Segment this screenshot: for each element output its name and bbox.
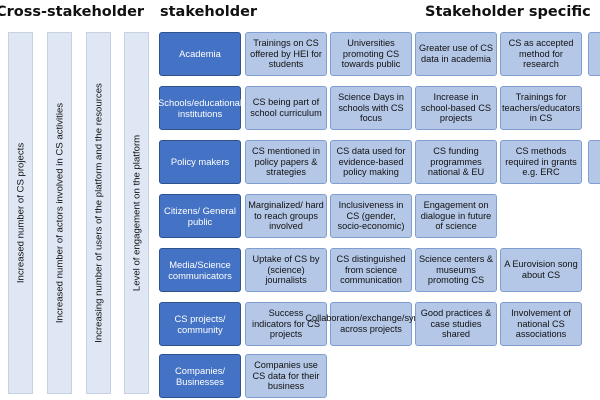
indicator-box: CS funding programmes national & EU: [415, 140, 497, 184]
indicator-box: Engagement on dialogue in future of scie…: [415, 194, 497, 238]
indicator-box: Inclusiveness in CS (gender, socio-econo…: [330, 194, 412, 238]
indicator-box: Science centers & museums promoting CS: [415, 248, 497, 292]
indicator-column-engagement: Level of engagement on the platform: [124, 32, 149, 394]
stakeholder-cs-projects: CS projects/ community: [159, 302, 241, 346]
indicator-box: Good practices & case studies shared: [415, 302, 497, 346]
indicator-column-cs-projects: Increased number of CS projects: [8, 32, 33, 394]
stakeholder-schools: Schools/educational institutions: [158, 86, 242, 130]
indicator-label: Increasing number of users of the platfo…: [93, 83, 104, 343]
indicator-box: CS mentioned in policy papers & strategi…: [245, 140, 327, 184]
indicator-box: Companies use CS data for their business: [245, 354, 327, 398]
indicator-box: CS distinguished from science communicat…: [330, 248, 412, 292]
indicator-box: Science Days in schools with CS focus: [330, 86, 412, 130]
stakeholder-media: Media/Science communicators: [159, 248, 241, 292]
indicator-box: A Eurovision song about CS: [500, 248, 582, 292]
indicator-box: Universities promoting CS towards public: [330, 32, 412, 76]
indicator-box: Uptake of CS by (science) journalists: [245, 248, 327, 292]
indicator-column-actors: Increased number of actors involved in C…: [47, 32, 72, 394]
indicator-box-cut-off: [588, 140, 600, 184]
stakeholder-companies: Companies/ Businesses: [159, 354, 241, 398]
indicator-box: Success indicators for CS projects: [245, 302, 327, 346]
stakeholder-specific-header: Stakeholder specific: [425, 4, 591, 20]
indicator-label: Increased number of actors involved in C…: [54, 102, 65, 324]
cross-stakeholder-header: Cross-stakeholder: [0, 4, 145, 20]
indicator-box: Involvement of national CS associations: [500, 302, 582, 346]
stakeholder-academia: Academia: [159, 32, 241, 76]
indicator-box: Collaboration/exchange/synergy across pr…: [305, 302, 437, 346]
indicator-box: CS data used for evidence-based policy m…: [330, 140, 412, 184]
indicator-box-cut-off: [588, 32, 600, 76]
indicator-box: Trainings on CS offered by HEI for stude…: [245, 32, 327, 76]
indicator-box: CS being part of school curriculum: [245, 86, 327, 130]
indicator-label: Level of engagement on the platform: [131, 134, 142, 292]
stakeholder-citizens: Citizens/ General public: [159, 194, 241, 238]
indicator-box: CS as accepted method for research: [500, 32, 582, 76]
indicator-column-platform-users: Increasing number of users of the platfo…: [86, 32, 111, 394]
stakeholder-header: stakeholder: [160, 4, 258, 20]
indicator-box: Trainings for teachers/educators in CS: [500, 86, 582, 130]
indicator-box: Marginalized/ hard to reach groups invol…: [245, 194, 327, 238]
indicator-label: Increased number of CS projects: [15, 142, 26, 284]
indicator-box: Greater use of CS data in academia: [415, 32, 497, 76]
indicator-box: CS methods required in grants e.g. ERC: [500, 140, 582, 184]
indicator-box: Increase in school-based CS projects: [415, 86, 497, 130]
stakeholder-policy-makers: Policy makers: [159, 140, 241, 184]
